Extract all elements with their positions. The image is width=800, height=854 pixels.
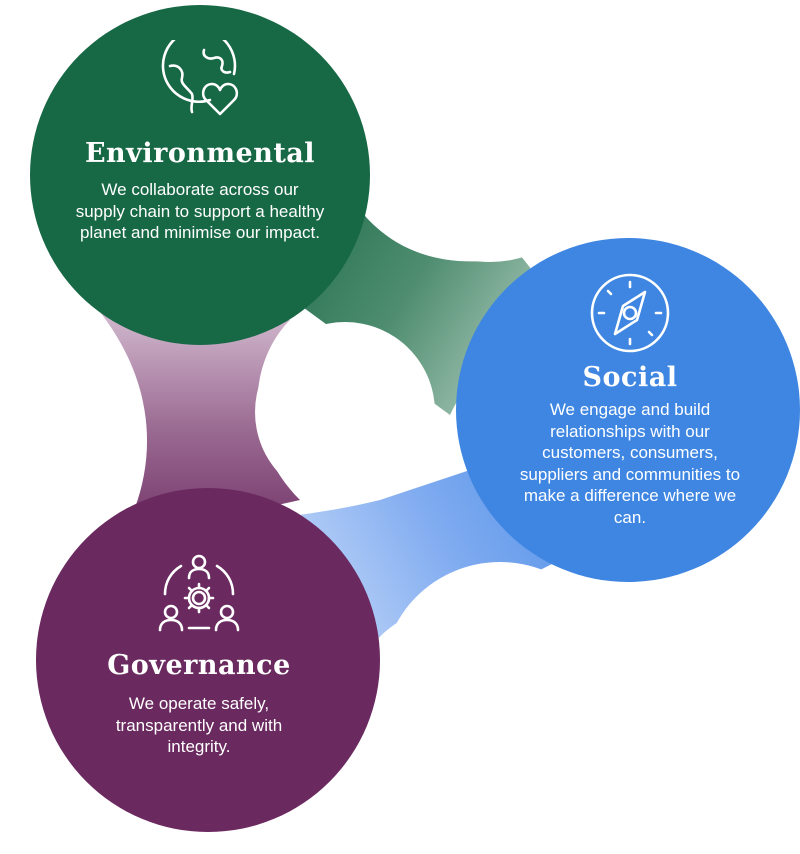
social-title: Social xyxy=(582,362,678,393)
bottom-right-cutout xyxy=(382,562,618,798)
governance-description: We operate safely, transparently and wit… xyxy=(115,694,283,756)
environmental-pillar: Environmental We collaborate across our … xyxy=(60,40,340,244)
top-right-cutout xyxy=(378,38,602,262)
people-gear-icon xyxy=(158,554,240,632)
connector-governance-environmental xyxy=(90,300,300,540)
center-cutout xyxy=(255,322,435,502)
environmental-circle xyxy=(30,5,370,345)
globe-heart-icon xyxy=(161,40,239,116)
compass-icon xyxy=(590,273,670,353)
governance-title: Governance xyxy=(107,650,291,681)
environmental-title: Environmental xyxy=(84,138,316,169)
environmental-description: We collaborate across our supply chain t… xyxy=(75,180,325,242)
social-circle xyxy=(456,238,800,582)
governance-circle xyxy=(36,488,380,832)
connector-environmental-social xyxy=(300,210,580,415)
governance-pillar: Governance We operate safely, transparen… xyxy=(58,552,340,758)
social-description: We engage and build relationships with o… xyxy=(519,400,741,527)
social-pillar: Social We engage and build relationships… xyxy=(490,270,770,528)
